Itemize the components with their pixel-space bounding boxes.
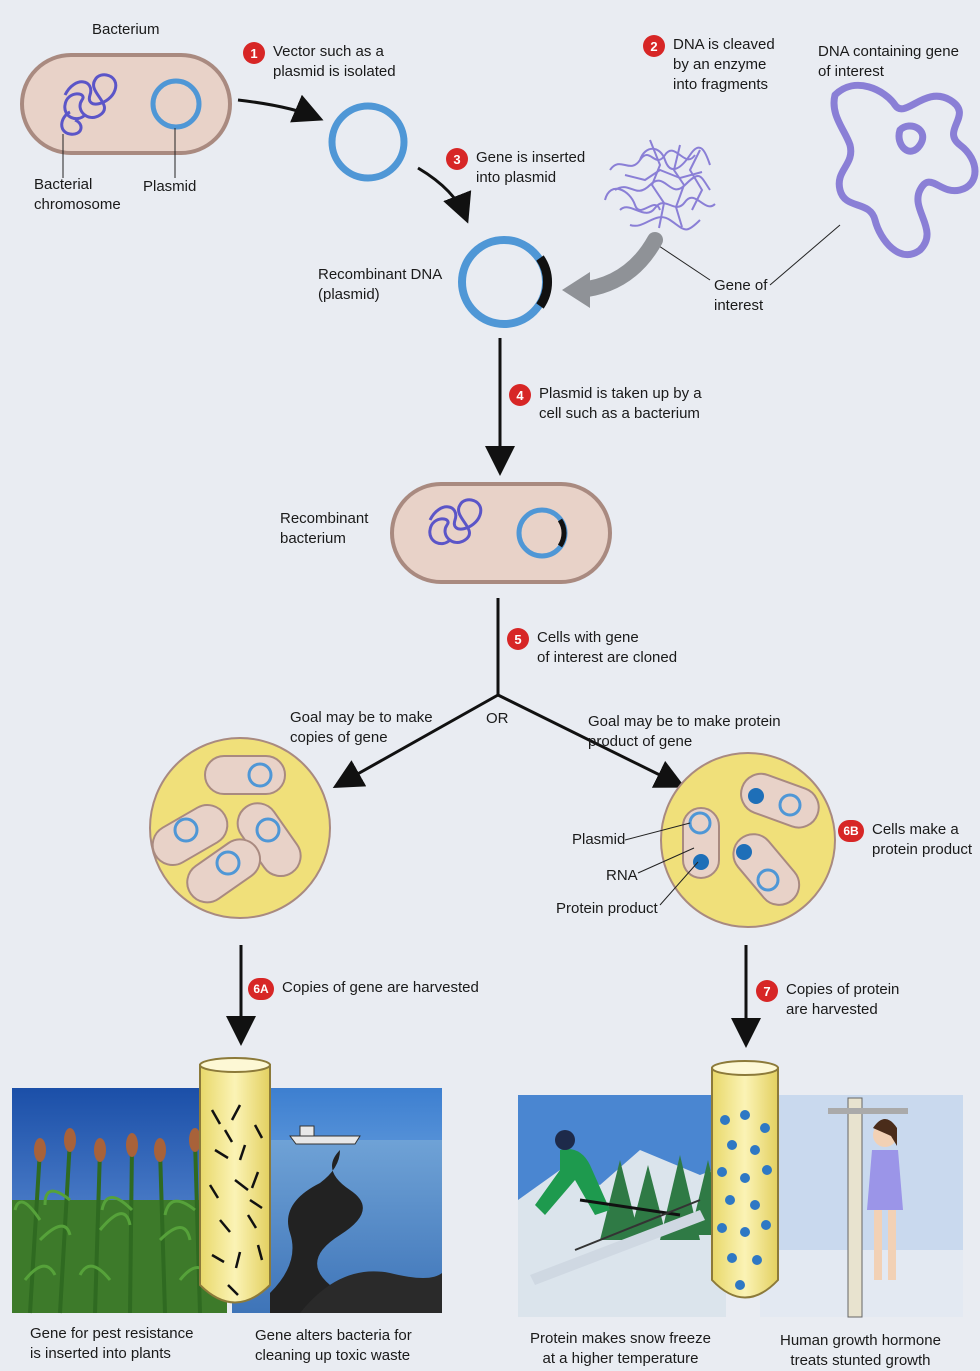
step-text: Cells with gene of interest are cloned: [537, 628, 677, 668]
bacterium: [22, 55, 230, 153]
step-text: Copies of gene are harvested: [282, 978, 479, 998]
recombinant-bacterium-label: Recombinant bacterium: [280, 509, 368, 549]
growth-hormone-caption: Human growth hormone treats stunted grow…: [780, 1331, 941, 1371]
rna-label: RNA: [606, 866, 638, 886]
step-text: DNA is cleaved by an enzyme into fragmen…: [673, 35, 775, 95]
plasmid-b-label: Plasmid: [572, 830, 625, 850]
step-text: Copies of protein are harvested: [786, 980, 899, 1020]
growth-hormone-child: [760, 1095, 963, 1317]
step-badge: 3: [446, 148, 468, 170]
step-badge: 2: [643, 35, 665, 57]
isolated-plasmid: [332, 106, 404, 178]
step-badge: 7: [756, 980, 778, 1002]
test-tube-protein-copies: [712, 1061, 778, 1298]
step-badge: 6A: [248, 978, 274, 1000]
step-2: 2 DNA is cleaved by an enzyme into fragm…: [643, 35, 775, 95]
step-1: 1 Vector such as a plasmid is isolated: [243, 42, 396, 82]
step-7: 7 Copies of protein are harvested: [756, 980, 899, 1020]
recombinant-plasmid: [462, 240, 546, 324]
recombinant-bacterium: [392, 484, 610, 582]
pest-resistance-plants: [12, 1088, 227, 1313]
pest-resistance-caption: Gene for pest resistance is inserted int…: [30, 1324, 193, 1364]
test-tube-gene-copies: [200, 1058, 270, 1303]
step-text: Gene is inserted into plasmid: [476, 148, 585, 188]
bacterium-label: Bacterium: [92, 20, 160, 40]
step-6b: 6B Cells make a protein product: [838, 820, 972, 860]
step-badge: 6B: [838, 820, 864, 842]
or-label: OR: [486, 709, 509, 729]
goal-copies-label: Goal may be to make copies of gene: [290, 708, 433, 748]
plasmid-label: Plasmid: [143, 177, 196, 197]
bacterial-chromosome-label: Bacterial chromosome: [34, 175, 121, 215]
toxic-waste-caption: Gene alters bacteria for cleaning up tox…: [255, 1326, 412, 1366]
dna-fragments: [605, 140, 715, 229]
step-text: Vector such as a plasmid is isolated: [273, 42, 396, 82]
dna-containing-gene: [834, 85, 975, 254]
step-text: Cells make a protein product: [872, 820, 972, 860]
step-badge: 5: [507, 628, 529, 650]
recombinant-dna-label: Recombinant DNA (plasmid): [318, 265, 442, 305]
snow-freeze-skier: [518, 1095, 726, 1317]
step-3: 3 Gene is inserted into plasmid: [446, 148, 585, 188]
step-4: 4 Plasmid is taken up by a cell such as …: [509, 384, 702, 424]
step-5: 5 Cells with gene of interest are cloned: [507, 628, 677, 668]
dna-containing-gene-label: DNA containing gene of interest: [818, 42, 959, 82]
protein-colony: [661, 753, 835, 927]
goal-protein-label: Goal may be to make protein product of g…: [588, 712, 781, 752]
step-text: Plasmid is taken up by a cell such as a …: [539, 384, 702, 424]
step-badge: 1: [243, 42, 265, 64]
step-6a: 6A Copies of gene are harvested: [248, 978, 479, 1000]
gene-of-interest-label: Gene of interest: [714, 276, 767, 316]
snow-freeze-caption: Protein makes snow freeze at a higher te…: [530, 1329, 711, 1369]
step-badge: 4: [509, 384, 531, 406]
protein-product-label: Protein product: [556, 899, 658, 919]
gene-copies-colony: [145, 738, 330, 918]
